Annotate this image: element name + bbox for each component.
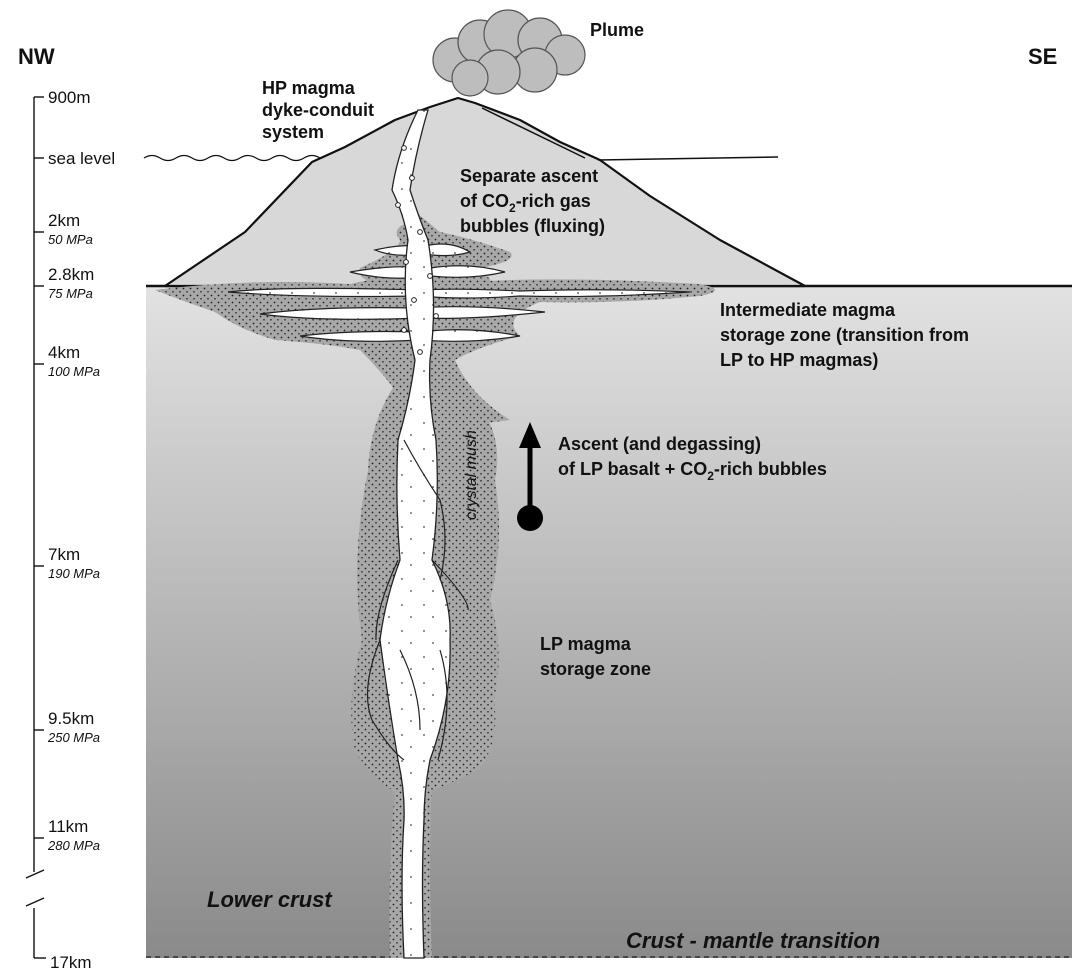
crystal-mush-label: crystal mush [463, 430, 480, 520]
svg-text:HP magma: HP magma [262, 78, 356, 98]
lower-crust-label: Lower crust [207, 887, 333, 912]
depth-label: sea level [48, 149, 115, 168]
depth-scale-axis [26, 97, 46, 958]
svg-text:storage zone: storage zone [540, 659, 651, 679]
pressure-label: 75 MPa [48, 286, 93, 301]
plume-cloud [433, 10, 585, 96]
depth-label: 7km [48, 545, 80, 564]
svg-text:LP magma: LP magma [540, 634, 632, 654]
pressure-label: 250 MPa [47, 730, 100, 745]
depth-label: 11km [48, 817, 88, 836]
crust-mantle-label: Crust - mantle transition [626, 928, 880, 953]
pressure-label: 190 MPa [48, 566, 100, 581]
svg-text:Intermediate magma: Intermediate magma [720, 300, 896, 320]
svg-text:Ascent (and degassing): Ascent (and degassing) [558, 434, 761, 454]
depth-labels: 900m sea level 2km 50 MPa 2.8km 75 MPa 4km 100 … [47, 88, 115, 968]
depth-label: 2km [48, 211, 80, 230]
sea-level-wave [144, 156, 320, 161]
se-label: SE [1028, 44, 1057, 69]
depth-label: 4km [48, 343, 80, 362]
svg-text:storage zone (transition from: storage zone (transition from [720, 325, 969, 345]
pressure-label: 280 MPa [47, 838, 100, 853]
pressure-label: 50 MPa [48, 232, 93, 247]
svg-text:dyke-conduit: dyke-conduit [262, 100, 374, 120]
sea-level-line [598, 157, 778, 160]
nw-label: NW [18, 44, 55, 69]
plume-label: Plume [590, 20, 644, 40]
crust-block [146, 286, 1072, 958]
svg-text:LP to HP magmas): LP to HP magmas) [720, 350, 878, 370]
svg-text:Separate ascent: Separate ascent [460, 166, 598, 186]
depth-label: 900m [48, 88, 91, 107]
svg-text:system: system [262, 122, 324, 142]
depth-label: 2.8km [48, 265, 94, 284]
hp-conduit-label: HP magma dyke-conduit system [262, 78, 374, 142]
svg-text:bubbles (fluxing): bubbles (fluxing) [460, 216, 605, 236]
depth-label: 9.5km [48, 709, 94, 728]
separate-ascent-label: Separate ascent of CO2-rich gas bubbles … [460, 166, 605, 236]
pressure-label: 100 MPa [48, 364, 100, 379]
depth-label: 17km [50, 953, 92, 968]
